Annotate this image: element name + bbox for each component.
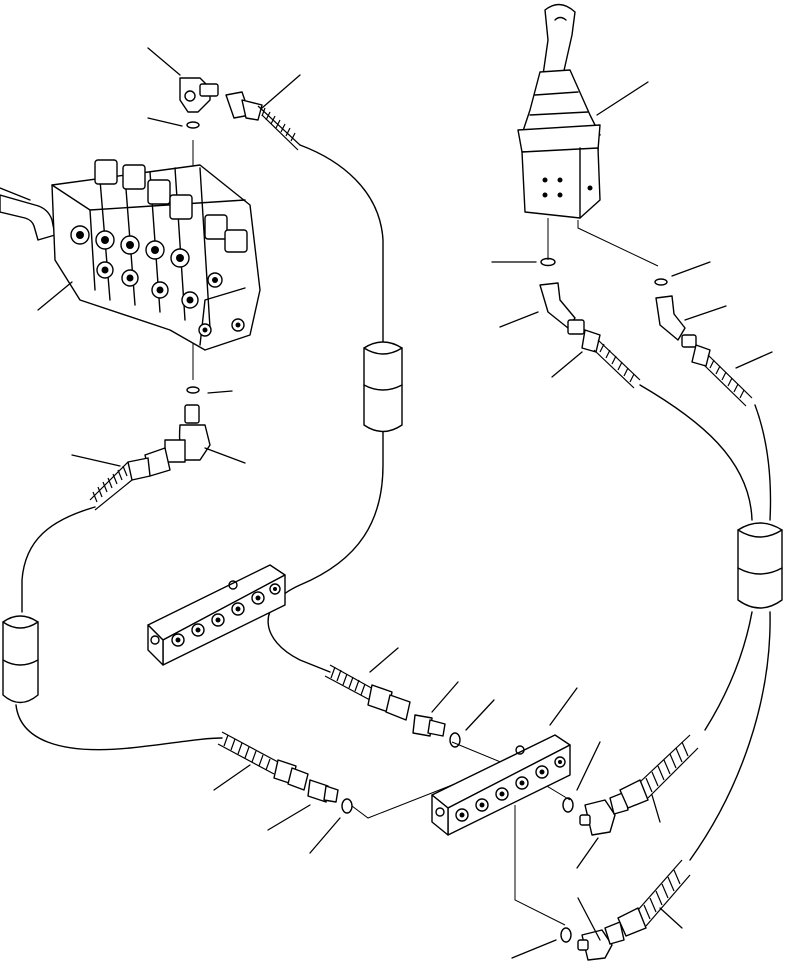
hose-sleeve-right <box>738 523 782 608</box>
callout-leader-26 <box>512 940 556 958</box>
hose-end-joystick-left <box>582 330 640 388</box>
callout-leader-4 <box>0 188 30 200</box>
callout-leader-22 <box>310 818 340 853</box>
hose-end-lower-right-1 <box>620 735 698 808</box>
callout-leader-14 <box>552 352 582 377</box>
callout-leader-1 <box>148 48 180 75</box>
upper-manifold-ports <box>151 584 280 646</box>
o-ring-mid <box>187 387 199 393</box>
pilot-hose-c <box>640 385 752 520</box>
callout-leader-27 <box>578 898 600 940</box>
callout-leader-9 <box>597 82 648 115</box>
callout-leader-12 <box>500 312 538 327</box>
spool-caps <box>95 160 247 252</box>
callout-leader-8 <box>72 455 120 466</box>
elbow-fitting-top <box>180 78 218 112</box>
pilot-hose-b <box>268 145 383 672</box>
callout-leader-7 <box>205 448 245 463</box>
elbow-fitting-mid <box>165 405 210 462</box>
callout-leader-24 <box>577 838 598 868</box>
o-ring-joystick-left <box>541 259 555 266</box>
elbow-fitting-lower-right-2 <box>578 922 624 960</box>
pilot-control-joystick <box>518 4 600 218</box>
hose-sleeve-center <box>364 342 402 432</box>
hose-sleeve-left <box>3 616 38 703</box>
callout-leader-2 <box>148 118 182 126</box>
callout-leader-21 <box>268 805 310 830</box>
callout-leader-19 <box>550 688 577 725</box>
elbow-fitting-joystick-left <box>540 283 584 334</box>
o-ring-lower-right-1 <box>563 798 573 812</box>
callout-leader-20 <box>214 765 250 790</box>
callout-leader-15 <box>736 352 772 368</box>
callout-leaders <box>0 48 772 958</box>
upper-manifold-block <box>148 565 285 665</box>
o-ring-bottom-left <box>342 799 352 813</box>
callout-leader-17 <box>432 682 458 712</box>
callout-leader-5 <box>38 282 72 310</box>
o-ring-top <box>187 122 199 128</box>
callout-leader-3 <box>262 75 300 108</box>
hose-end-bottom-left <box>218 732 308 790</box>
pilot-hose-d <box>755 405 770 520</box>
pilot-hose-a <box>16 507 222 750</box>
hose-end-joystick-right <box>692 345 752 406</box>
callout-leader-11 <box>672 262 710 276</box>
o-ring-center <box>450 733 460 747</box>
callout-leader-6 <box>208 391 232 393</box>
callout-leader-13 <box>685 306 726 320</box>
valve-ports <box>71 226 244 336</box>
callout-leader-18 <box>466 700 494 730</box>
elbow-fitting-joystick-right <box>656 296 696 347</box>
hose-end-center <box>325 665 410 720</box>
o-ring-lower-right-2 <box>561 928 571 942</box>
hose-end-top <box>226 92 300 150</box>
lower-manifold-ports <box>436 757 565 821</box>
hose-end-mid <box>90 448 170 510</box>
callout-leader-16 <box>370 648 398 672</box>
hose-end-lower-right-2 <box>618 860 690 936</box>
lower-manifold-block <box>432 735 570 835</box>
control-valve-assembly <box>0 160 260 350</box>
straight-connector-bottom-left <box>308 780 338 802</box>
straight-connector-center <box>413 715 445 736</box>
o-ring-joystick-right <box>655 279 667 285</box>
elbow-fitting-lower-right-1 <box>580 792 628 835</box>
callout-leader-25 <box>652 795 660 822</box>
callout-leader-23 <box>577 742 600 790</box>
callout-leader-28 <box>660 908 682 928</box>
